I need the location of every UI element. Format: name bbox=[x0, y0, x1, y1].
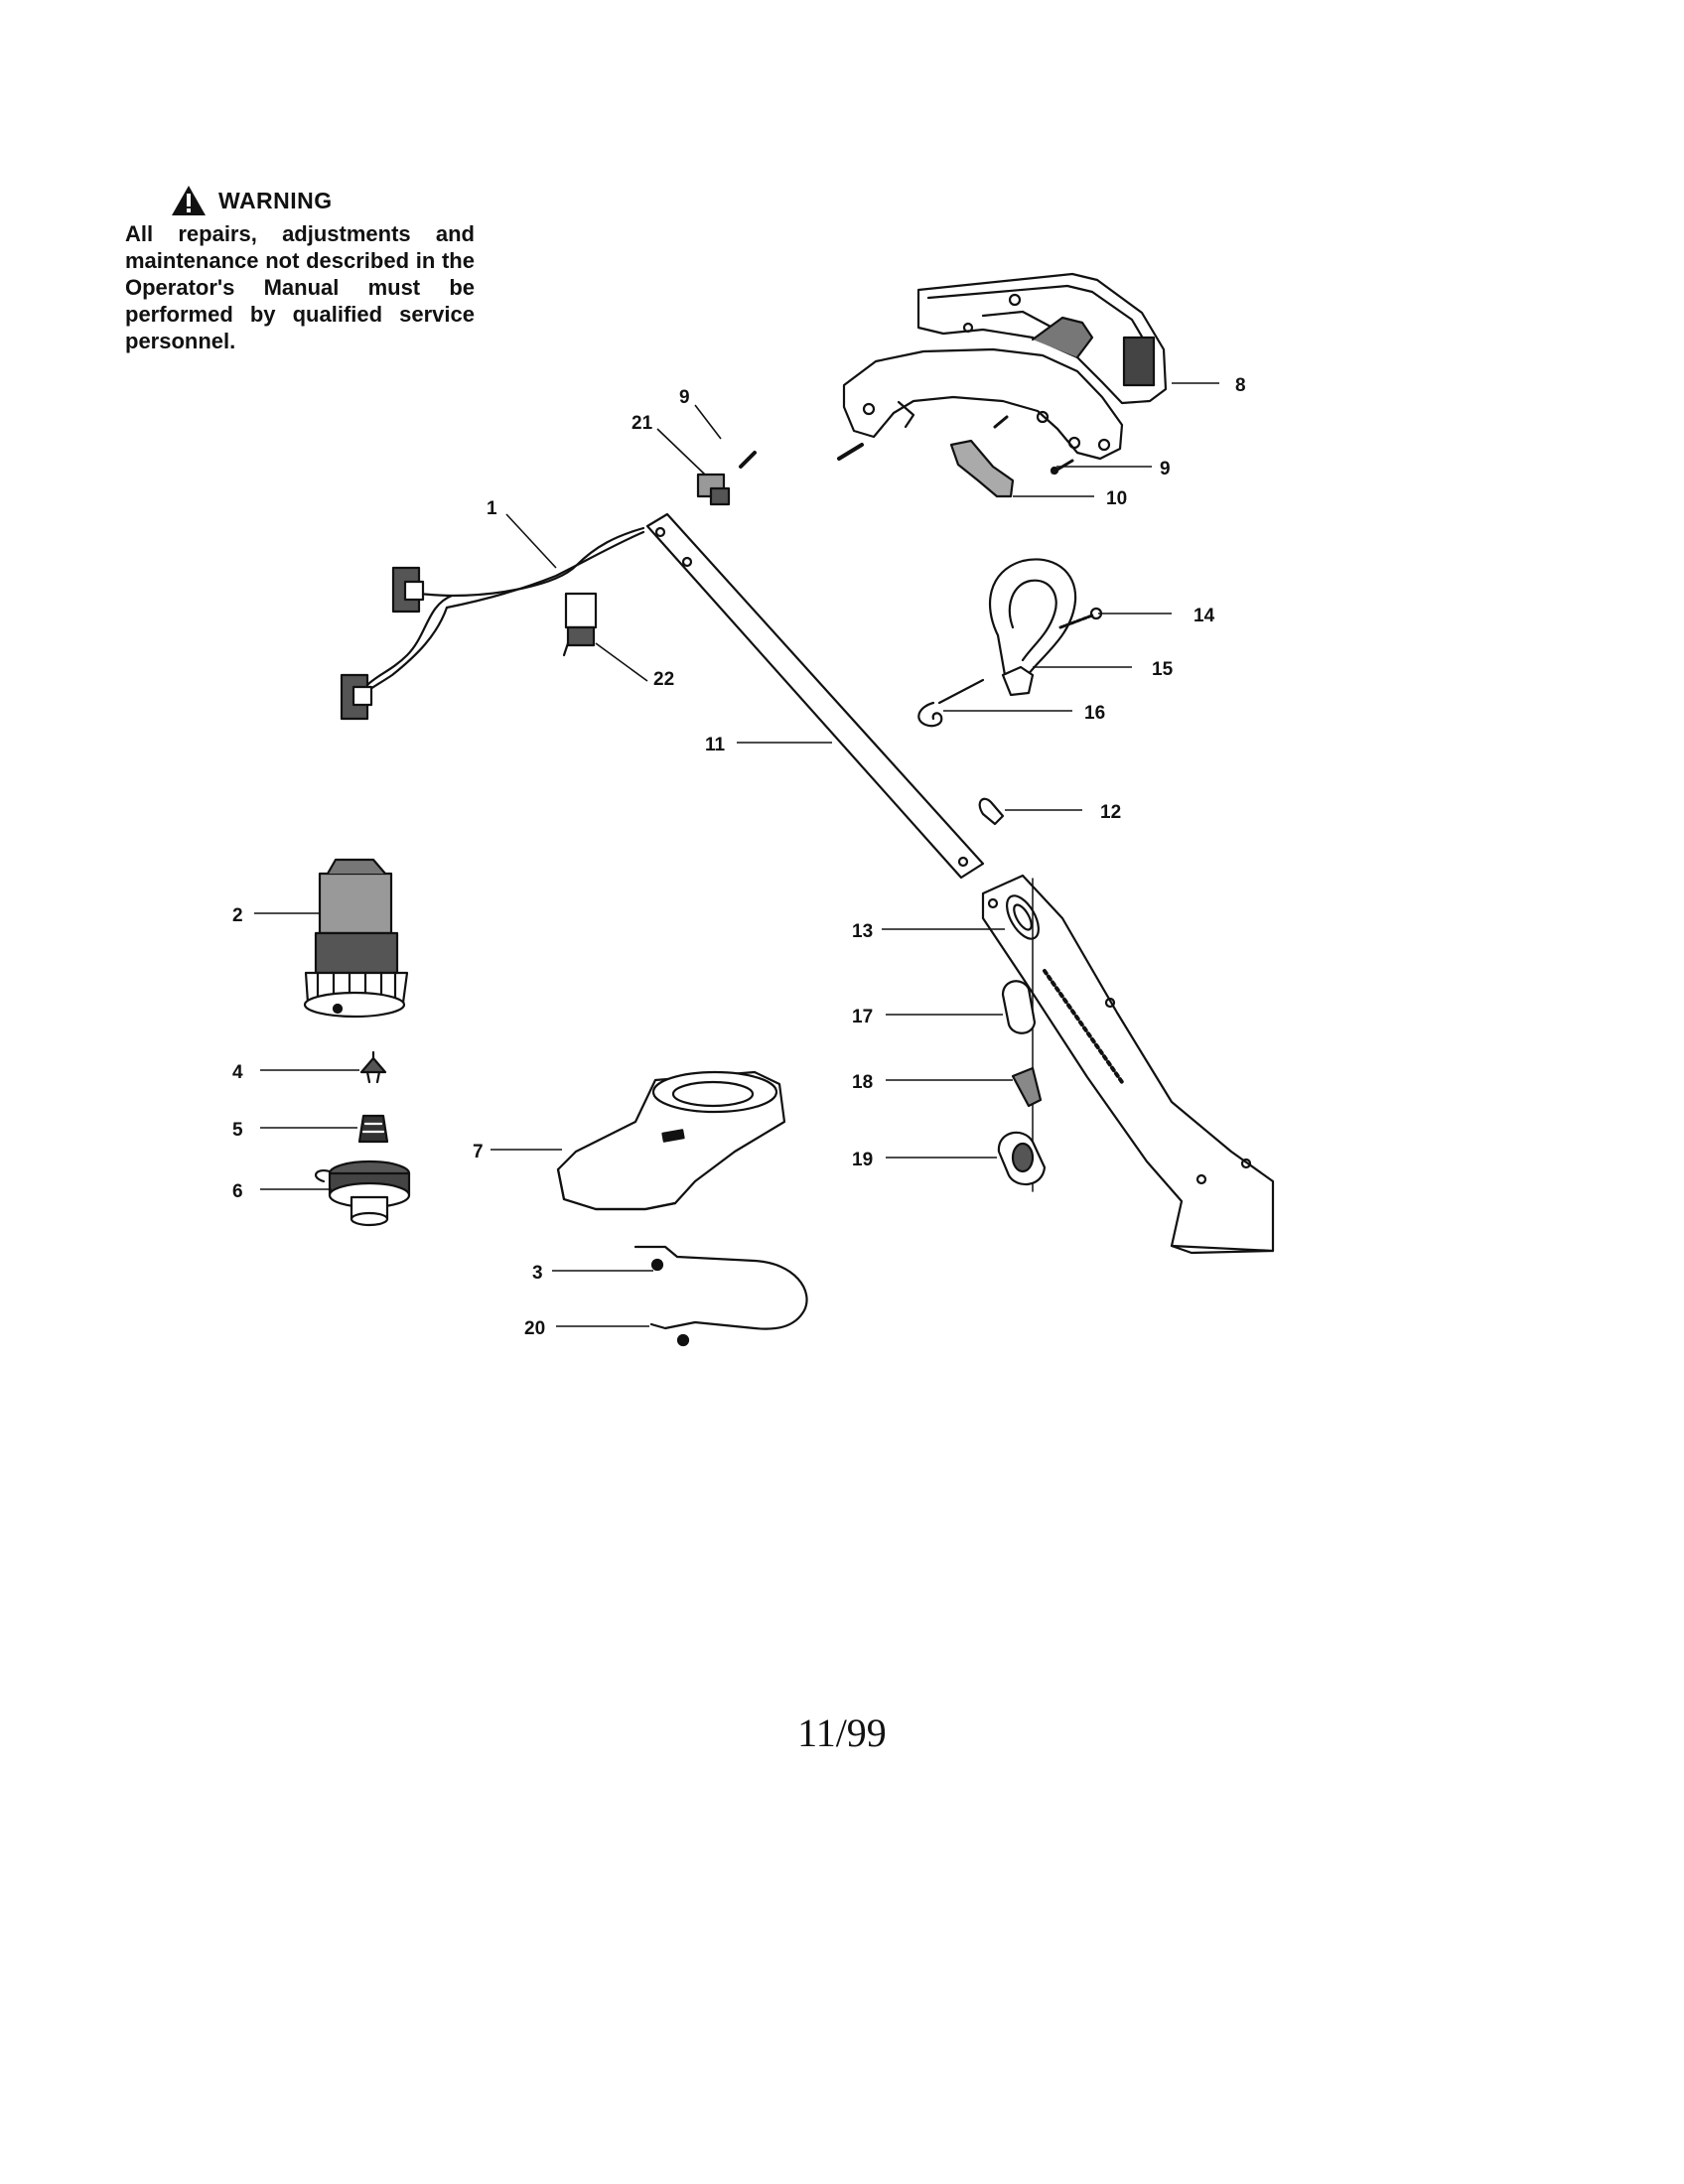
warning-header: WARNING bbox=[171, 185, 475, 216]
part-3-20-edge-guide bbox=[633, 1245, 808, 1347]
label-part-17: 17 bbox=[852, 1007, 873, 1027]
part-10-trigger bbox=[949, 439, 1015, 498]
part-18-bracket bbox=[1011, 1066, 1043, 1108]
label-part-5: 5 bbox=[232, 1120, 243, 1141]
label-part-22: 22 bbox=[653, 669, 674, 690]
warning-heading: WARNING bbox=[218, 187, 333, 213]
part-7-guard bbox=[556, 1070, 786, 1211]
part-11-shaft-tube bbox=[645, 512, 985, 880]
warning-triangle-icon bbox=[172, 186, 206, 215]
part-17-bushing bbox=[1001, 980, 1037, 1034]
label-part-14: 14 bbox=[1193, 606, 1215, 626]
part-15-assist-handle bbox=[988, 558, 1077, 697]
label-part-1: 1 bbox=[487, 498, 497, 519]
part-2-motor bbox=[303, 858, 409, 1019]
label-part-10: 10 bbox=[1106, 488, 1127, 509]
label-part-11: 11 bbox=[705, 735, 726, 755]
label-part-7: 7 bbox=[473, 1142, 484, 1162]
label-part-9-right: 9 bbox=[1160, 459, 1171, 479]
label-part-13: 13 bbox=[852, 921, 873, 942]
warning-notice: WARNING All repairs, adjustments and mai… bbox=[125, 185, 475, 354]
page-code: 11/99 bbox=[797, 1710, 887, 1755]
part-22-component bbox=[562, 592, 598, 657]
label-part-20: 20 bbox=[524, 1318, 545, 1339]
warning-text: All repairs, adjustments and maintenance… bbox=[125, 221, 475, 353]
label-part-15: 15 bbox=[1152, 659, 1174, 680]
part-12-clip bbox=[978, 797, 1005, 826]
label-part-4: 4 bbox=[232, 1062, 243, 1083]
label-part-6: 6 bbox=[232, 1181, 243, 1202]
label-part-16: 16 bbox=[1084, 703, 1105, 724]
label-part-19: 19 bbox=[852, 1150, 873, 1170]
label-part-2: 2 bbox=[232, 905, 243, 926]
label-part-3: 3 bbox=[532, 1263, 543, 1284]
part-8-handle-lower-half bbox=[842, 347, 1124, 461]
part-6-spool bbox=[314, 1160, 411, 1227]
part-13-lower-housing bbox=[981, 874, 1275, 1255]
part-1-wiring-harness bbox=[340, 526, 645, 721]
part-19-knob bbox=[997, 1131, 1047, 1185]
label-part-21: 21 bbox=[632, 413, 653, 434]
label-part-18: 18 bbox=[852, 1072, 873, 1093]
part-4-screw bbox=[359, 1050, 387, 1084]
part-16-clip bbox=[917, 701, 943, 728]
part-8-handle-housing bbox=[916, 272, 1168, 405]
part-5-spring bbox=[357, 1114, 389, 1144]
label-part-12: 12 bbox=[1100, 802, 1121, 823]
label-part-8: 8 bbox=[1235, 375, 1246, 396]
part-21-switch bbox=[696, 473, 731, 506]
label-part-9-top: 9 bbox=[679, 387, 690, 408]
